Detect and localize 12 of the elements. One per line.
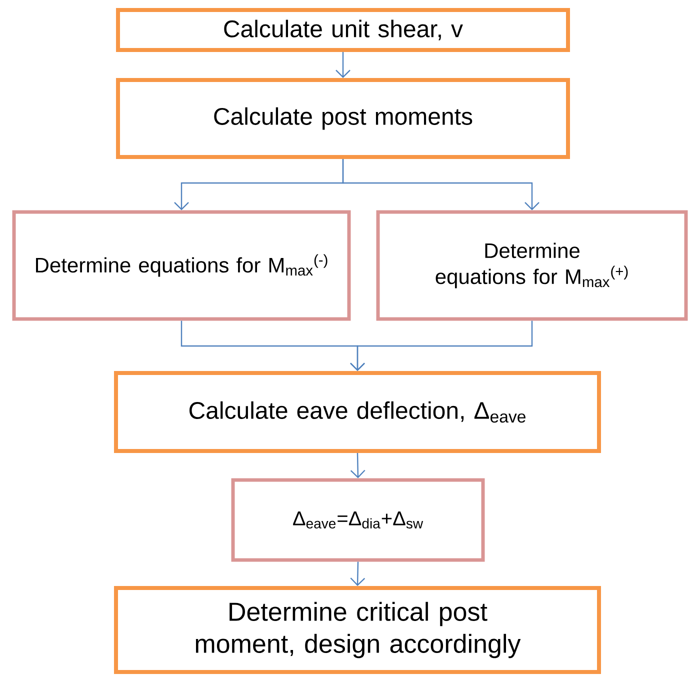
arrow	[350, 320, 533, 371]
process-box: Calculate unit shear, v	[116, 8, 570, 52]
arrow	[350, 452, 366, 478]
arrow	[342, 159, 540, 210]
arrow	[350, 562, 366, 586]
process-box: Δ$_{eave}$=Δ$_{dia}$+Δ$_{sw}$	[231, 478, 485, 562]
process-box: Calculate post moments	[116, 78, 570, 159]
arrow	[336, 52, 350, 78]
process-box: Determine equations for M$_{max}$(+)	[376, 210, 688, 321]
process-box: Calculate eave deflection, Δ$_{eave}$	[114, 371, 601, 453]
process-box: Determine equations for M$_{max}$(-)	[12, 210, 351, 321]
process-box: Determine critical post moment, design accordingly	[114, 586, 601, 674]
